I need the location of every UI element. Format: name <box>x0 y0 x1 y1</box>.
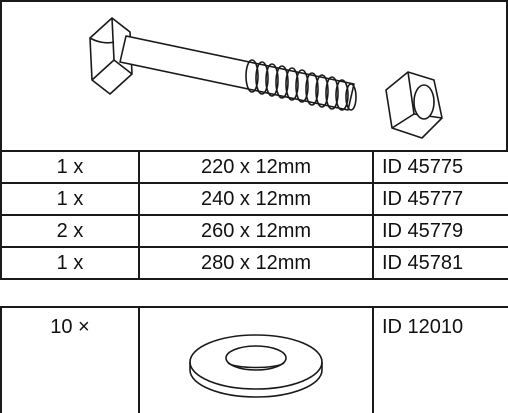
washer-illustration-cell <box>138 306 374 413</box>
quantity-cell: 2 x <box>0 214 140 248</box>
quantity-cell: 1 x <box>0 150 140 184</box>
size-cell: 260 x 12mm <box>138 214 374 248</box>
part-id-cell: ID 45781 <box>372 246 508 280</box>
quantity-cell: 1 x <box>0 246 140 280</box>
part-id-cell: ID 45779 <box>372 214 508 248</box>
size-cell: 220 x 12mm <box>138 150 374 184</box>
washer-part-id: ID 12010 <box>372 306 508 413</box>
part-id-cell: ID 45775 <box>372 150 508 184</box>
washer-quantity: 10 × <box>0 306 140 413</box>
table-row: 10 × ID 12010 <box>0 306 508 413</box>
size-cell: 240 x 12mm <box>138 182 374 216</box>
quantity-cell: 1 x <box>0 182 140 216</box>
part-id-cell: ID 45777 <box>372 182 508 216</box>
washer-parts-table: 10 × ID 12010 <box>0 306 508 413</box>
flat-washer-icon <box>189 334 323 398</box>
hex-bolt-with-nut-icon <box>89 17 443 139</box>
size-cell: 280 x 12mm <box>138 246 374 280</box>
bolt-illustration-panel <box>0 0 508 152</box>
